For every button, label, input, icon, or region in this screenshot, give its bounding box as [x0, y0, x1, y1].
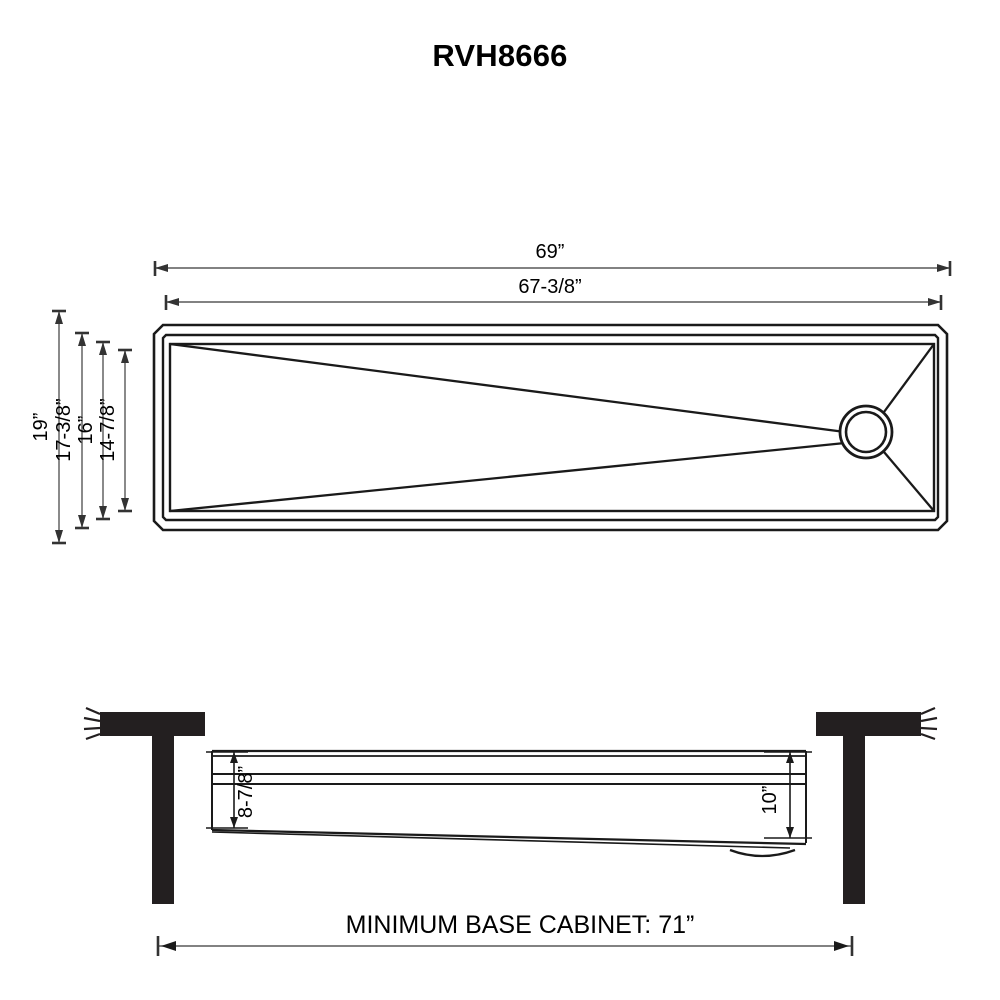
dimension-67-3-8-inch: [164, 295, 943, 310]
label-depth-8-7-8: 8-7/8”: [235, 766, 257, 818]
sink-section-profile: [211, 749, 807, 858]
basin-slope-lines: [169, 342, 935, 513]
dimension-8-7-8-inch: [206, 751, 248, 829]
label-depth-14-7-8: 14-7/8”: [97, 398, 119, 461]
dimension-10-inch: [764, 751, 812, 839]
dimension-16-inch: [96, 340, 110, 521]
page-title: RVH8666: [432, 38, 568, 73]
sink-basin-opening: [168, 342, 936, 513]
hatch-marks-right: [920, 706, 938, 741]
label-depth-16: 16”: [75, 416, 97, 445]
dimension-17-3-8-inch: [75, 331, 89, 530]
label-depth-10: 10”: [759, 786, 781, 815]
base-cabinet-caption: MINIMUM BASE CABINET: 71”: [346, 911, 695, 939]
base-cabinet-right: [816, 706, 938, 904]
sink-outer-rim: [152, 323, 949, 532]
base-cabinet-left: [83, 706, 205, 904]
label-width-69: 69”: [536, 241, 565, 263]
dimension-69-inch: [153, 261, 952, 276]
label-depth-17-3-8: 17-3/8”: [53, 398, 75, 461]
hatch-marks-left: [83, 706, 101, 741]
dimension-base-cabinet-width: [156, 936, 854, 956]
sink-rim-inner-edge: [161, 333, 940, 522]
label-width-67-3-8: 67-3/8”: [518, 276, 581, 298]
drain-opening: [838, 404, 894, 460]
dimension-19-inch: [52, 309, 66, 545]
dimension-14-7-8-inch: [118, 348, 132, 513]
label-depth-19: 19”: [30, 413, 52, 442]
